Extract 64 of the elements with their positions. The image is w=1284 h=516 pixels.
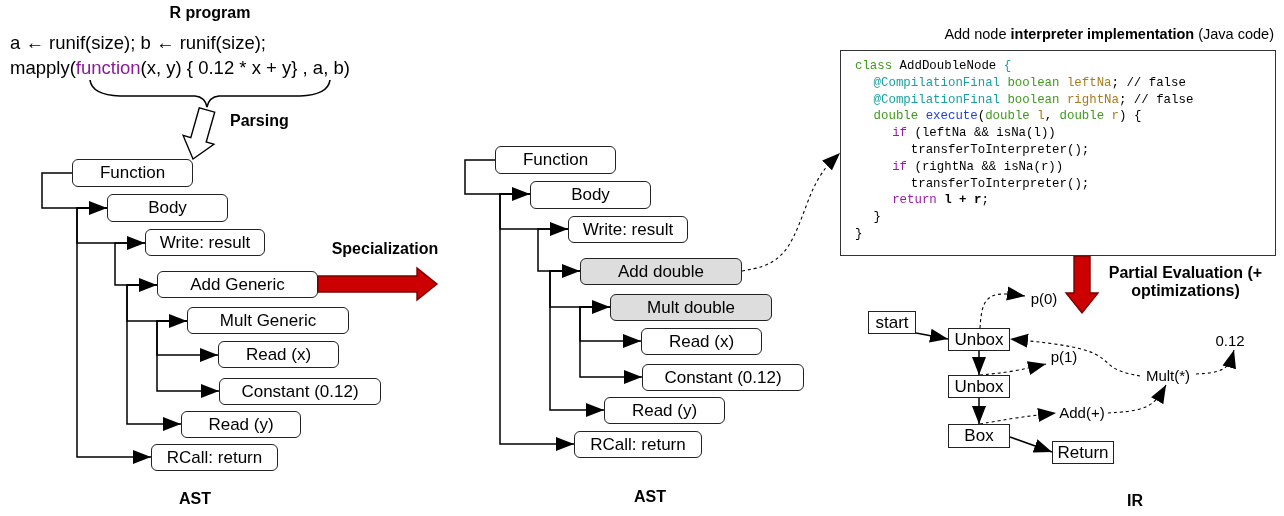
dashed-arrow <box>1107 384 1167 414</box>
code-panel <box>840 50 1276 256</box>
code-line: class AddDoubleNode { <box>855 58 1012 74</box>
ast-node-box: Add Generic <box>157 271 318 298</box>
block-arrow <box>1064 255 1100 315</box>
arrow <box>972 350 986 376</box>
ast-node-box: Read (x) <box>641 328 762 355</box>
code-line: return l + r; <box>892 192 989 209</box>
arrow <box>126 284 182 431</box>
dashed-arrow <box>979 286 1026 329</box>
arrow <box>499 193 575 451</box>
ir-node-label: p(0) <box>1025 288 1063 308</box>
ast-node-box: Read (x) <box>218 341 339 368</box>
code-line: if (leftNa && isNa(l)) <box>892 125 1056 142</box>
ast-node-box: RCall: return <box>151 444 278 471</box>
code-line: transferToInterpreter(); <box>910 142 1090 158</box>
dashed-arrow <box>1009 333 1141 377</box>
ast-node-box: Write: result <box>568 216 688 243</box>
ir-node-box: Unbox <box>948 328 1010 351</box>
ast-node-box: Add double <box>580 258 742 285</box>
ir-node-label: 0.12 <box>1212 330 1248 350</box>
dashed-arrow <box>1195 349 1236 375</box>
arrow <box>915 328 949 343</box>
ast-node-box: Mult double <box>610 294 772 321</box>
ir-node-label: Add(+) <box>1056 402 1108 422</box>
arrow <box>1009 436 1053 453</box>
ir-node-box: start <box>868 311 916 334</box>
ast-node-box: Function <box>72 159 193 187</box>
code-line: } <box>873 209 882 226</box>
code-line: @CompilationFinal boolean rightNa; // false <box>873 91 1194 108</box>
arrow <box>972 397 986 425</box>
code-line: double execute(double l, double r) { <box>873 108 1142 125</box>
ir-node-box: Unbox <box>948 375 1010 398</box>
heading: R program <box>168 4 252 22</box>
heading: Add node interpreter implementation (Java code) <box>943 26 1274 42</box>
ast-node-box: Constant (0.12) <box>219 378 381 405</box>
code-line: if (rightNa && isNa(r)) <box>892 158 1064 175</box>
arrow <box>156 320 220 398</box>
block-arrow <box>181 106 216 161</box>
caption: IR <box>1126 492 1144 510</box>
ast-node-box: Body <box>107 194 228 222</box>
code-line: transferToInterpreter(); <box>910 175 1090 192</box>
ast-node-box: Read (y) <box>604 397 725 424</box>
caption: AST <box>178 490 212 508</box>
ir-node-label: p(1) <box>1046 346 1082 366</box>
ast-node-box: Read (y) <box>181 411 301 438</box>
code-snippet: a ← runif(size); b ← runif(size); mapply(function(x, y) { 0.12 * x + y} , a, b) <box>10 31 351 80</box>
arrow <box>579 306 643 384</box>
ir-node-box: Box <box>948 424 1010 448</box>
ast-node-box: Body <box>530 181 651 209</box>
ast-node-box: Constant (0.12) <box>642 364 804 391</box>
ast-node-box: Write: result <box>145 229 265 256</box>
caption: AST <box>633 488 667 506</box>
ast-node-box: Mult Generic <box>187 307 349 334</box>
ast-node-box: RCall: return <box>574 431 702 458</box>
ast-node-box: Function <box>495 146 616 174</box>
block-arrow <box>317 266 439 302</box>
code-line: } <box>855 226 863 242</box>
arrow <box>76 207 152 464</box>
ir-node-label: Mult(*) <box>1140 365 1196 385</box>
dashed-arrow <box>741 152 841 272</box>
ir-node-box: Return <box>1052 441 1114 464</box>
code-line: @CompilationFinal boolean leftNa; // false <box>873 74 1186 91</box>
arrow <box>549 270 605 417</box>
